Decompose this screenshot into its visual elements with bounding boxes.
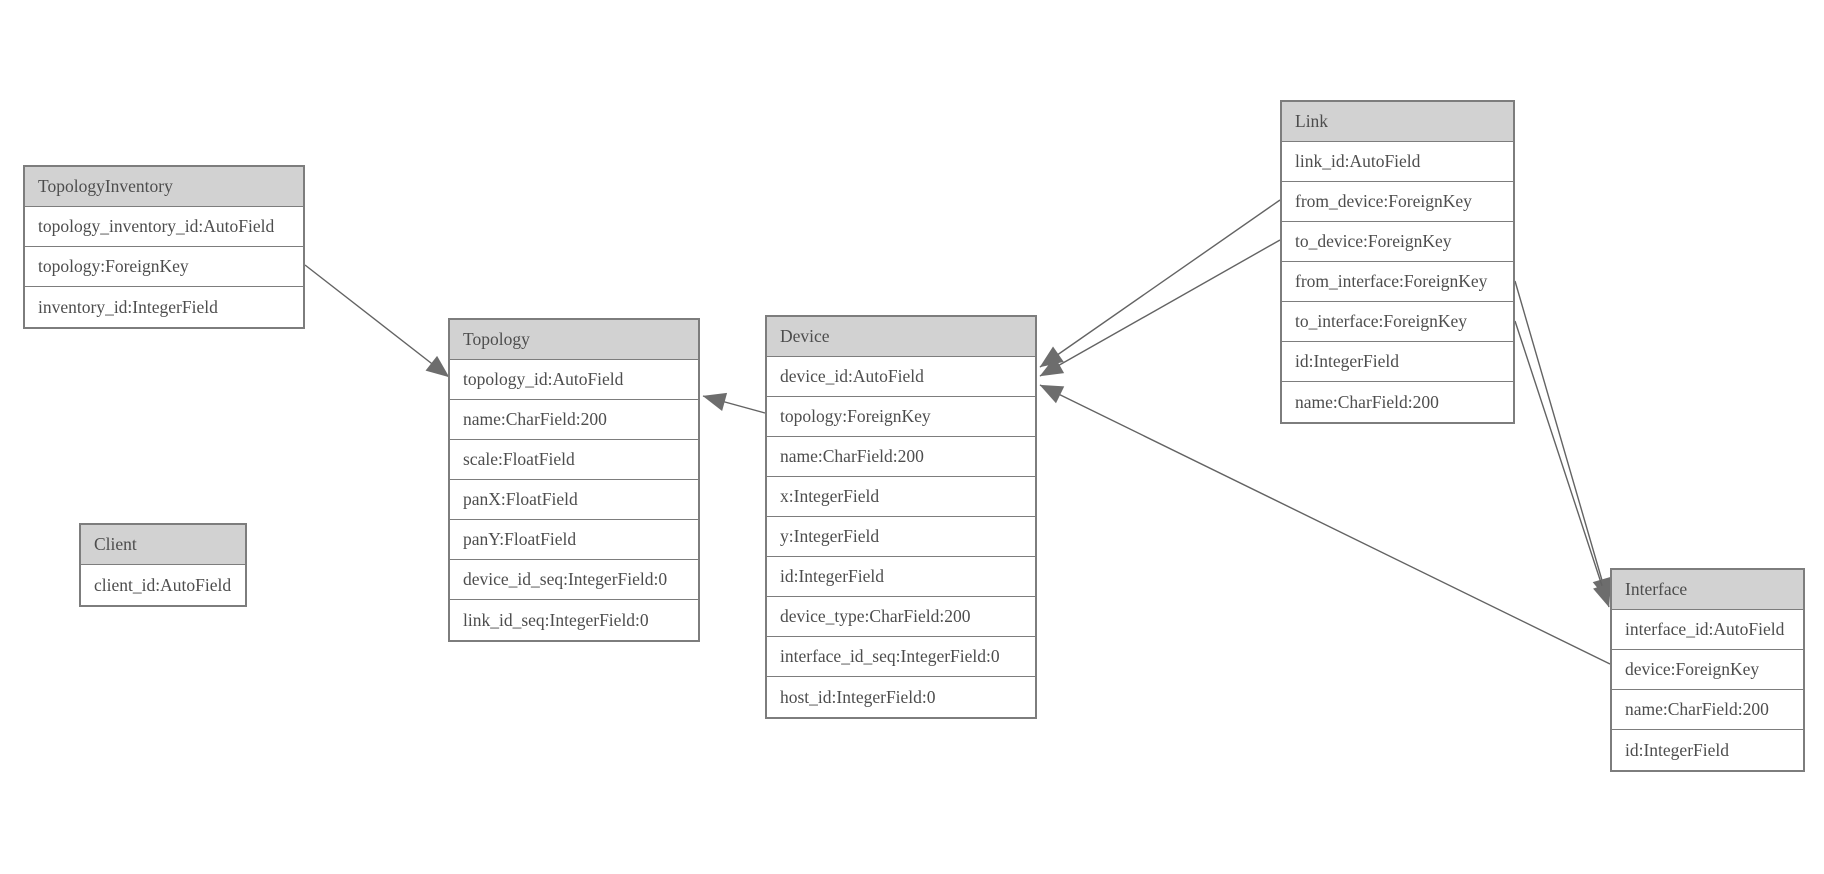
entity-field-row: id:IntegerField	[1282, 342, 1513, 382]
entity-field-row: host_id:IntegerField:0	[780, 686, 936, 707]
entity-field-row: inventory_id:IntegerField	[38, 296, 218, 317]
entity-field-row: client_id:AutoField	[94, 574, 232, 595]
entity-field-row: scale:FloatField	[450, 440, 698, 480]
entity-field-row: link_id:AutoField	[1282, 142, 1513, 182]
edge-device-topology	[702, 392, 766, 414]
entity-field-row: interface_id_seq:IntegerField:0	[767, 637, 1035, 677]
entity-title-interface: Interface	[1612, 570, 1803, 610]
entity-field-row: device_id_seq:IntegerField:0	[450, 560, 698, 600]
entity-field-row: to_device:ForeignKey	[1282, 222, 1513, 262]
entity-title-topology-inventory: TopologyInventory	[25, 167, 303, 207]
entity-field-row: to_interface:ForeignKey	[1282, 302, 1513, 342]
entity-field-row: panX:FloatField	[450, 480, 698, 520]
entity-field-row: x:IntegerField	[767, 477, 1035, 517]
entity-title-topology: Topology	[450, 320, 698, 360]
entity-field-row: topology:ForeignKey	[767, 397, 1035, 437]
edge-link-from-interface	[1514, 280, 1611, 602]
entity-field-row: id:IntegerField	[1625, 739, 1730, 760]
entity-field-row: topology_inventory_id:AutoField	[25, 207, 303, 247]
entity-field-row: name:CharField:200	[450, 400, 698, 440]
entity-field-row: device:ForeignKey	[1612, 650, 1803, 690]
edge-interface-device	[1039, 384, 1611, 665]
entity-field-row: name:CharField:200	[1295, 391, 1439, 412]
edge-link-to-device	[1039, 239, 1281, 377]
entity-field-row: from_interface:ForeignKey	[1282, 262, 1513, 302]
entity-field-row: from_device:ForeignKey	[1282, 182, 1513, 222]
edge-link-from-device	[1039, 199, 1281, 368]
entity-client: Client client_id:AutoField	[79, 523, 247, 607]
entity-field-row: name:CharField:200	[1612, 690, 1803, 730]
entity-field-row: device_id:AutoField	[767, 357, 1035, 397]
entity-field-row: name:CharField:200	[767, 437, 1035, 477]
entity-field-row: panY:FloatField	[450, 520, 698, 560]
entity-field-row: id:IntegerField	[767, 557, 1035, 597]
edge-topologyinventory-topology	[304, 264, 450, 378]
entity-field-row: device_type:CharField:200	[767, 597, 1035, 637]
entity-title-client: Client	[81, 525, 245, 565]
entity-title-link: Link	[1282, 102, 1513, 142]
entity-field-row: topology_id:AutoField	[450, 360, 698, 400]
edge-link-to-interface	[1514, 320, 1611, 608]
entity-field-row: y:IntegerField	[767, 517, 1035, 557]
entity-field-row: link_id_seq:IntegerField:0	[463, 609, 649, 630]
entity-title-device: Device	[767, 317, 1035, 357]
entity-field-row: interface_id:AutoField	[1612, 610, 1803, 650]
entity-field-row: topology:ForeignKey	[25, 247, 303, 287]
